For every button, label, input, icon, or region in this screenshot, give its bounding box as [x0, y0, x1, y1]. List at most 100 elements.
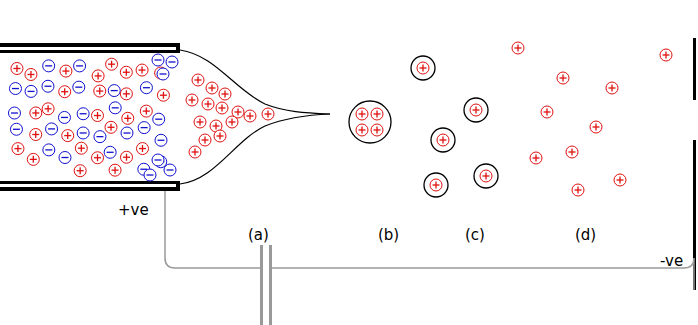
ion-sign — [204, 137, 205, 144]
positive-ion — [606, 82, 618, 94]
positive-ion — [660, 49, 672, 61]
negative-ion — [152, 154, 164, 166]
positive-ion — [120, 66, 132, 78]
ion-sign — [97, 112, 98, 119]
droplet — [464, 98, 488, 122]
ion-sign — [112, 107, 119, 108]
ion-sign — [361, 111, 362, 118]
capillary-wall — [0, 187, 180, 191]
positive-ion — [437, 134, 449, 146]
ion-sign — [611, 85, 612, 92]
positive-ion — [74, 165, 86, 177]
positive-ion — [199, 134, 211, 146]
ion-sign — [111, 90, 118, 91]
ion-sign — [47, 105, 48, 112]
ion-sign — [126, 154, 127, 161]
droplet — [349, 101, 391, 143]
capillary-wall — [0, 43, 180, 47]
ion-sign — [123, 132, 130, 133]
ion-sign — [237, 109, 238, 116]
ion-sign — [376, 111, 377, 118]
droplet — [474, 164, 498, 188]
ion-sign — [67, 132, 68, 139]
negative-ion — [73, 81, 85, 93]
ion-sign — [197, 77, 198, 84]
ion-sign — [199, 119, 200, 126]
ion-sign — [619, 177, 620, 184]
negative-ion — [58, 111, 70, 123]
ion-sign — [376, 127, 377, 134]
stage-label: (c) — [465, 228, 485, 243]
capillary-end — [176, 43, 180, 53]
positive-ion — [417, 62, 429, 74]
ion-group — [8, 42, 672, 197]
wire — [272, 258, 694, 290]
ion-sign — [45, 149, 52, 150]
positive-ion — [11, 62, 23, 74]
ion-sign — [75, 87, 82, 88]
ion-sign — [475, 107, 476, 114]
negative-ion — [9, 83, 21, 95]
positive-ion — [157, 89, 169, 101]
positive-ion — [60, 65, 72, 77]
positive-ion — [42, 103, 54, 115]
ion-sign — [155, 119, 162, 120]
ion-sign — [80, 113, 87, 114]
ion-sign — [126, 90, 127, 97]
ion-sign — [142, 145, 143, 152]
negative-ion — [108, 85, 120, 97]
positive-ion — [371, 108, 383, 120]
positive-ion — [25, 68, 37, 80]
positive-ion — [244, 110, 256, 122]
negative-ion — [144, 169, 156, 181]
ion-sign — [127, 115, 128, 122]
ion-sign — [485, 173, 486, 180]
positive-ion — [470, 104, 482, 116]
ion-sign — [99, 88, 100, 95]
taylor-cone — [180, 50, 330, 114]
ion-sign — [35, 131, 36, 138]
positive-ion — [206, 82, 218, 94]
positive-ion — [30, 107, 42, 119]
positive-ion — [226, 116, 238, 128]
ion-sign — [665, 52, 666, 59]
positive-ion — [59, 86, 71, 98]
positive-ion — [262, 108, 274, 120]
positive-ion — [356, 124, 368, 136]
ion-sign — [191, 97, 192, 104]
positive-ion — [590, 121, 602, 133]
positive-ion — [92, 70, 104, 82]
ion-sign — [110, 124, 111, 131]
ion-sign — [169, 61, 176, 62]
ion-sign — [155, 159, 162, 160]
negative-ion — [153, 113, 165, 125]
ion-sign — [114, 167, 115, 174]
positive-ion — [136, 143, 148, 155]
positive-ion — [430, 179, 442, 191]
ion-sign — [76, 65, 83, 66]
negative-ion — [104, 146, 116, 158]
positive-ion — [140, 105, 152, 117]
positive-ion — [202, 98, 214, 110]
positive-ion — [12, 143, 24, 155]
positive-ion — [557, 72, 569, 84]
positive-ion — [356, 108, 368, 120]
positive-ion — [75, 142, 87, 154]
ion-sign — [249, 113, 250, 120]
ion-sign — [12, 88, 19, 89]
ion-sign — [143, 87, 150, 88]
ion-sign — [28, 91, 35, 92]
negative-ion — [152, 54, 164, 66]
ion-sign — [33, 156, 34, 163]
ion-sign — [107, 152, 114, 153]
negative-ion — [166, 56, 178, 68]
negative-ion — [8, 107, 20, 119]
negative-ion — [121, 127, 133, 139]
ion-sign — [361, 127, 362, 134]
ion-sign — [535, 155, 536, 162]
ion-sign — [146, 108, 147, 115]
ion-sign — [16, 65, 17, 72]
positive-ion — [27, 153, 39, 165]
